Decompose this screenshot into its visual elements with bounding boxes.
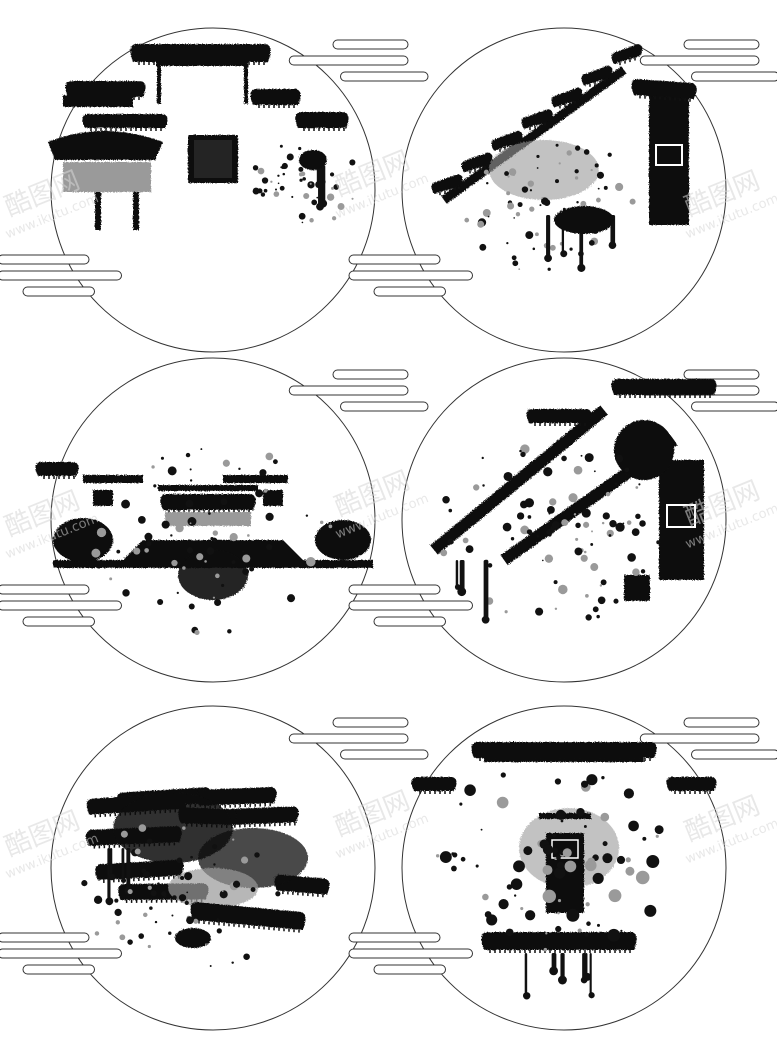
wall-block: [223, 475, 288, 483]
window-lattice: [666, 504, 696, 528]
cloud-motif: [288, 39, 429, 82]
wall-block: [484, 758, 644, 762]
cloud-motif: [639, 39, 777, 82]
roof-eave: [551, 87, 583, 108]
ink-wash: [614, 420, 674, 480]
roof-eave: [82, 114, 168, 128]
cloud-motif: [639, 717, 777, 760]
wall-block: [93, 490, 113, 506]
ink-drips: [315, 165, 328, 211]
wall-block: [63, 162, 151, 192]
panel-diagonal-rooftops: [348, 357, 777, 683]
roof-diagonal: [430, 405, 608, 555]
ink-wash: [175, 928, 211, 948]
roof-eave: [631, 79, 697, 99]
window: [194, 140, 232, 178]
circle-frame: [50, 705, 376, 1031]
ink-splatter: [81, 824, 281, 967]
window-lattice: [655, 144, 683, 166]
roof-eave: [95, 859, 184, 881]
wall-block: [156, 60, 248, 66]
roof-eave: [481, 932, 637, 950]
wall-block: [83, 475, 143, 483]
ink-splatter: [440, 444, 661, 621]
wall-block: [244, 66, 248, 104]
wall-block: [157, 66, 161, 104]
roof-eave: [196, 787, 277, 806]
cloud-motif: [0, 932, 122, 975]
roof-eave: [611, 44, 643, 64]
ink-wash: [299, 150, 327, 170]
roof-eave: [431, 174, 463, 194]
ink-wash: [489, 140, 599, 200]
ink-splatter: [435, 772, 664, 952]
panel-stepped-wall-ridge: [348, 27, 777, 353]
cloud-motif: [348, 584, 473, 627]
ink-drips: [454, 560, 490, 624]
roof-eave: [48, 131, 163, 160]
roof-eave: [65, 81, 146, 97]
roof-eave: [666, 777, 717, 791]
wall-block: [158, 485, 258, 491]
ink-splatter: [457, 143, 636, 271]
panel-gate-archway: [0, 27, 429, 353]
wall-block: [165, 512, 251, 526]
circle-frame: [50, 357, 376, 683]
roof-eave: [611, 379, 717, 395]
roof-eave: [526, 409, 592, 423]
cloud-motif: [0, 254, 122, 297]
roof-eave: [295, 112, 349, 128]
wall-block: [624, 575, 650, 601]
panel-doorway-facade: [348, 705, 777, 1031]
roof-eave: [461, 152, 493, 173]
cloud-motif: [288, 717, 429, 760]
roof-eave: [130, 44, 271, 62]
ink-wash: [178, 550, 248, 600]
ink-splatter: [252, 144, 356, 224]
ink-wash: [168, 868, 258, 908]
panel-courtyard-walls: [0, 357, 429, 683]
ink-drips: [522, 953, 595, 1000]
roof-eave: [491, 130, 523, 151]
wall-block: [133, 192, 139, 230]
ink-wash: [113, 793, 233, 863]
roof-eave: [521, 109, 553, 129]
cloud-motif: [348, 254, 473, 297]
circle-frame: [50, 27, 376, 353]
ink-wash: [554, 206, 614, 234]
roof-eave: [226, 806, 299, 825]
roof-eave: [411, 777, 457, 791]
roof-eave: [581, 65, 613, 86]
roof-eave: [250, 89, 301, 105]
ink-wash: [315, 520, 371, 560]
roof-eave: [160, 494, 256, 510]
cloud-motif: [288, 369, 429, 412]
wall-block: [63, 95, 133, 107]
circle-frame: [401, 357, 727, 683]
ridge-line: [441, 66, 627, 204]
cloud-motif: [348, 932, 473, 975]
circle-frame: [401, 705, 727, 1031]
wall-block: [263, 490, 283, 506]
circle-frame: [401, 27, 727, 353]
roof-eave: [190, 902, 306, 930]
panel-clustered-roofs: [0, 705, 429, 1031]
roof-eave: [471, 742, 657, 758]
cloud-motif: [0, 584, 122, 627]
ink-splatter: [91, 448, 333, 636]
roof-eave: [35, 462, 79, 476]
wall-block: [95, 192, 101, 230]
